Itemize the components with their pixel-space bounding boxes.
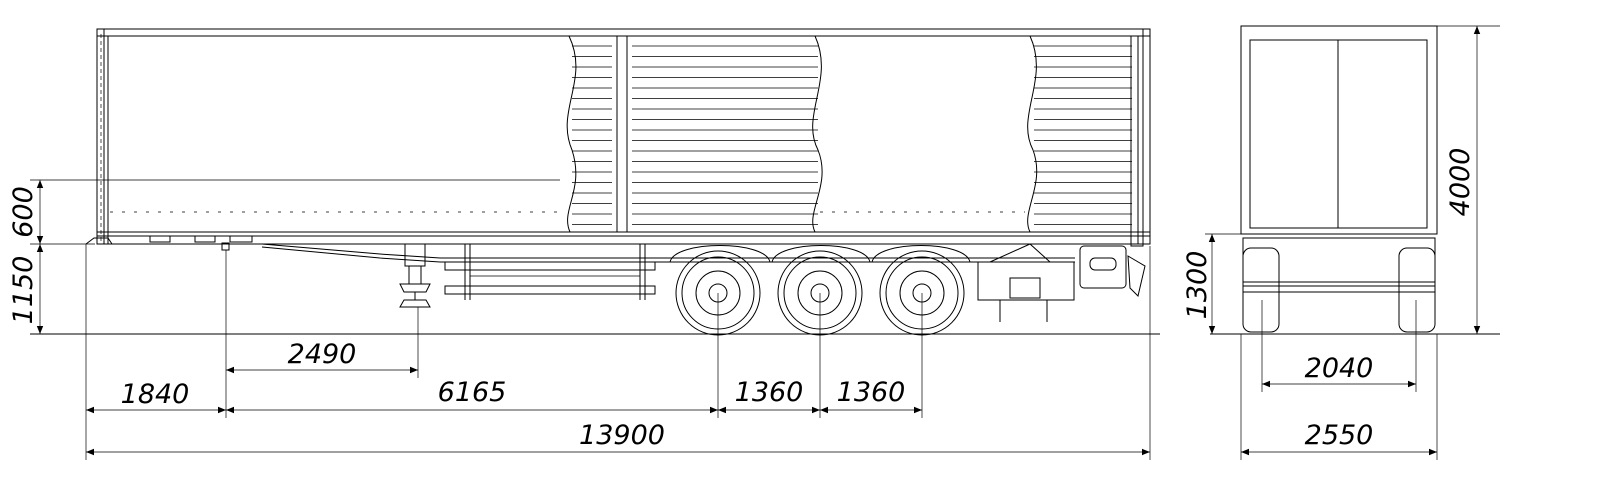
dim-axle-spacing-2: 1360 [837, 377, 906, 408]
rear-view: 4000 1300 2040 2550 [1182, 25, 1500, 460]
dimension-lines [36, 180, 1150, 456]
side-slats [572, 45, 1132, 225]
chassis-frame [85, 235, 1150, 300]
dim-track-width: 2040 [1305, 353, 1374, 384]
dim-axle-spacing-1: 1360 [735, 377, 804, 408]
dim-overall-width: 2550 [1305, 420, 1374, 451]
fenders [669, 245, 971, 263]
dim-overall-height: 4000 [1445, 148, 1476, 217]
dim-kingpin-to-first-axle: 6165 [438, 377, 507, 408]
trailer-body [96, 28, 1151, 247]
rear-equipment [977, 243, 1146, 322]
dim-kingpin-to-landing-gear: 2490 [288, 339, 357, 370]
extension-lines [30, 179, 1151, 460]
dim-overall-length: 13900 [579, 420, 665, 451]
dim-floor-height: 1300 [1182, 251, 1213, 320]
dim-frame-height: 600 [8, 186, 39, 238]
side-view: 600 1150 2490 1840 6165 1360 1360 13900 [8, 28, 1160, 460]
dim-coupling-height: 1150 [8, 256, 39, 325]
dim-front-overhang: 1840 [121, 379, 190, 410]
landing-gear [399, 243, 431, 308]
